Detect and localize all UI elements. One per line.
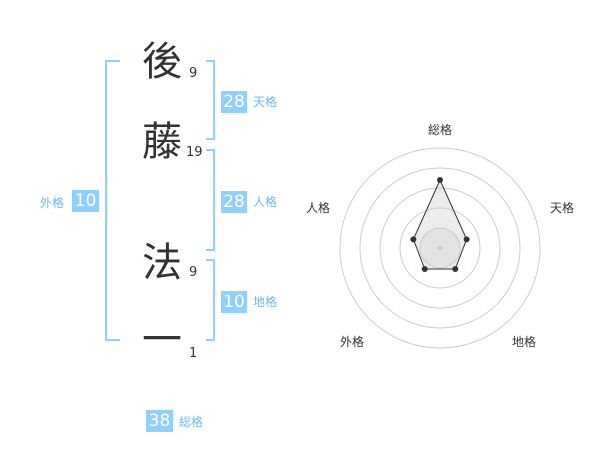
radar-point-4	[410, 236, 417, 243]
tenkaku-value: 28	[221, 91, 247, 113]
jinkaku-value: 28	[221, 191, 247, 213]
radar-point-2	[452, 266, 459, 273]
chikaku-label: 地格	[253, 295, 278, 309]
radar-axis-label-jinkaku: 人格	[306, 201, 331, 215]
radar-axis-label-gaikaku: 外格	[340, 335, 365, 349]
stroke-count-2: 19	[186, 145, 203, 160]
gaikaku-label: 外格	[40, 196, 65, 210]
jinkaku-bracket	[206, 149, 215, 251]
name-char-3: 法	[142, 240, 182, 286]
radar-ring	[379, 187, 501, 309]
radar-axis-label-chikaku: 地格	[512, 335, 537, 349]
soukaku-value: 38	[146, 410, 173, 432]
radar-point-1	[463, 236, 470, 243]
chikaku-bracket	[206, 259, 215, 341]
radar-ring	[359, 167, 521, 329]
name-char-4: 一	[142, 317, 182, 363]
tenkaku-label: 天格	[253, 95, 278, 109]
gaikaku-bracket	[105, 60, 120, 341]
radar-ring	[399, 207, 481, 289]
radar-polygon	[412, 178, 468, 270]
radar-axis-label-soukaku: 総格	[428, 123, 453, 137]
stroke-count-4: 1	[189, 346, 198, 361]
radar-point-3	[421, 266, 428, 273]
tenkaku-bracket	[206, 60, 215, 140]
chikaku-value: 10	[221, 291, 247, 313]
stroke-count-1: 9	[189, 66, 198, 81]
name-char-1: 後	[142, 39, 182, 85]
radar-point-0	[437, 177, 443, 183]
name-char-2: 藤	[142, 119, 182, 165]
radar-center	[437, 245, 443, 251]
jinkaku-label: 人格	[253, 195, 278, 209]
radar-axis-label-tenkaku: 天格	[550, 201, 575, 215]
soukaku-label: 総格	[179, 415, 204, 429]
stroke-count-3: 9	[189, 265, 198, 280]
radar-ring	[339, 147, 541, 349]
gaikaku-value: 10	[72, 190, 99, 212]
